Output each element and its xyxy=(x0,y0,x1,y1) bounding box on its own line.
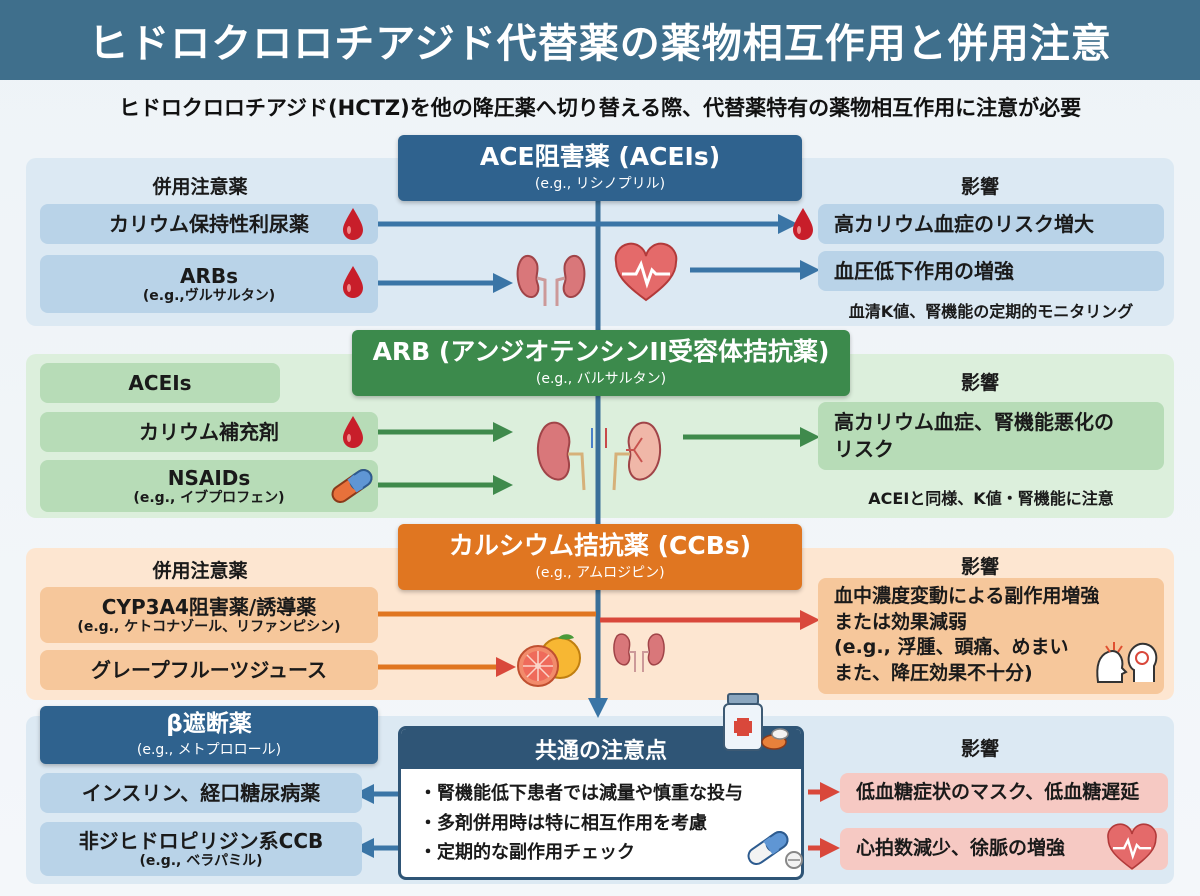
blood-drop-icon xyxy=(343,266,363,298)
ace-header-title: ACE阻害薬 (ACEIs) xyxy=(479,141,721,171)
arb-drug-potassium-supplement: カリウム補充剤 xyxy=(40,412,378,452)
drug-example: (e.g., ベラパミル) xyxy=(139,852,263,869)
page-subtitle: ヒドロクロロチアジド(HCTZ)を他の降圧薬へ切り替える際、代替薬特有の薬物相互… xyxy=(118,96,1082,120)
beta-right-label: 影響 xyxy=(960,738,999,760)
list-item: ・腎機能低下患者では減量や慎重な投与 xyxy=(419,783,743,804)
blood-drop-icon xyxy=(343,208,363,240)
effect-text: 血中濃度変動による副作用増強 または効果減弱 (e.g., 浮腫、頭痛、めまい … xyxy=(834,584,1099,687)
drug-example: (e.g., イブプロフェン) xyxy=(133,489,285,506)
drug-example: (e.g.,ヴルサルタン) xyxy=(142,287,276,304)
arb-header-sub: (e.g., バルサルタン) xyxy=(535,371,667,388)
ace-effect-bp-lowering: 血圧低下作用の増強 xyxy=(818,251,1164,291)
arb-right-label: 影響 xyxy=(960,372,999,394)
effect-line: または効果減弱 xyxy=(834,610,968,633)
effect-text: 血圧低下作用の増強 xyxy=(834,258,1014,283)
beta-effect-hypoglycemia: 低血糖症状のマスク、低血糖遅延 xyxy=(840,773,1168,813)
blood-drop-icon xyxy=(343,416,363,448)
beta-header-sub: (e.g., メトプロロール) xyxy=(136,742,282,759)
ccb-header-sub: (e.g., アムロジピン) xyxy=(535,565,665,582)
effect-line: 血中濃度変動による副作用増強 xyxy=(834,585,1100,607)
ccb-drug-cyp3a4: CYP3A4阻害薬/誘導薬 (e.g., ケトコナゾール、リファンピシン) xyxy=(40,587,378,643)
ccb-header: カルシウム拮抗薬 (CCBs) (e.g., アムロジピン) xyxy=(398,524,802,590)
effect-line: 高カリウム血症、腎機能悪化の xyxy=(834,410,1114,434)
kidneys-icon xyxy=(536,421,662,491)
drug-name: 非ジヒドロピリジン系CCB xyxy=(78,828,324,853)
arb-header-title: ARB (アンジオテンシンII受容体拮抗薬) xyxy=(372,336,830,366)
headache-icon xyxy=(1096,642,1158,683)
ccb-left-label: 併用注意薬 xyxy=(152,560,248,582)
medicine-bottle-icon xyxy=(723,693,789,751)
common-cautions-list: ・腎機能低下患者では減量や慎重な投与 ・多剤併用時は特に相互作用を考慮 ・定期的… xyxy=(401,769,801,868)
arb-drug-nsaids: NSAIDs (e.g., イブプロフェン) xyxy=(40,460,378,512)
effect-text: 高カリウム血症、腎機能悪化のリスク xyxy=(834,409,1114,463)
arb-header: ARB (アンジオテンシンII受容体拮抗薬) (e.g., バルサルタン) xyxy=(352,330,850,396)
heart-rate-icon xyxy=(1107,823,1157,870)
effect-text: 高カリウム血症のリスク増大 xyxy=(834,211,1094,236)
effect-line: リスク xyxy=(834,437,894,461)
beta-drug-non-dhp-ccb: 非ジヒドロピリジン系CCB (e.g., ベラパミル) xyxy=(40,822,362,876)
drug-name: カリウム補充剤 xyxy=(139,420,279,444)
ace-left-label: 併用注意薬 xyxy=(152,176,248,198)
drug-name: NSAIDs xyxy=(167,465,251,490)
arb-drug-aceis: ACEIs xyxy=(40,363,280,403)
beta-header-title: β遮断薬 xyxy=(166,710,252,737)
common-header-text: 共通の注意点 xyxy=(534,739,667,764)
drug-name: ACEIs xyxy=(128,371,192,395)
ace-right-label: 影響 xyxy=(960,176,999,198)
beta-header: β遮断薬 (e.g., メトプロロール) xyxy=(40,706,378,764)
heart-rate-icon xyxy=(614,242,678,302)
arb-monitoring-note: ACEIと同様、K値・腎機能に注意 xyxy=(868,489,1114,508)
drug-name: インスリン、経口糖尿病薬 xyxy=(81,781,321,805)
ace-drug-potassium-sparing: カリウム保持性利尿薬 xyxy=(40,204,378,244)
drug-example: (e.g., ケトコナゾール、リファンピシン) xyxy=(77,618,341,635)
ace-header: ACE阻害薬 (ACEIs) (e.g., リシノプリル) xyxy=(398,135,802,201)
kidneys-icon xyxy=(516,254,586,306)
drug-name: CYP3A4阻害薬/誘導薬 xyxy=(101,594,317,619)
pills-icon xyxy=(747,830,803,869)
drug-name: ARBs xyxy=(179,263,239,288)
effect-line: (e.g., 浮腫、頭痛、めまい xyxy=(834,636,1069,659)
ace-effect-hyperkalemia: 高カリウム血症のリスク増大 xyxy=(818,204,1164,244)
ace-header-sub: (e.g., リシノプリル) xyxy=(534,176,666,193)
ccb-drug-grapefruit: グレープフルーツジュース xyxy=(40,650,378,690)
grapefruit-icon xyxy=(517,634,581,687)
drug-name: カリウム保持性利尿薬 xyxy=(109,212,309,236)
drug-name: グレープフルーツジュース xyxy=(91,658,327,682)
list-item: ・多剤併用時は特に相互作用を考慮 xyxy=(419,812,707,834)
effect-text: 心拍数減少、徐脈の増強 xyxy=(856,837,1066,860)
ace-monitoring-note: 血清K値、腎機能の定期的モニタリング xyxy=(848,302,1134,321)
effect-line: また、降圧効果不十分) xyxy=(834,661,1033,684)
ccb-right-label: 影響 xyxy=(960,556,999,578)
ccb-header-title: カルシウム拮抗薬 (CCBs) xyxy=(448,530,752,560)
effect-text: 低血糖症状のマスク、低血糖遅延 xyxy=(856,781,1140,804)
ace-drug-arbs: ARBs (e.g.,ヴルサルタン) xyxy=(40,255,378,313)
list-item: ・定期的な副作用チェック xyxy=(419,842,635,864)
kidneys-icon xyxy=(613,633,665,672)
title-bar: ヒドロクロロチアジド代替薬の薬物相互作用と併用注意 xyxy=(0,0,1200,80)
blood-drop-icon xyxy=(793,208,813,240)
page-title: ヒドロクロロチアジド代替薬の薬物相互作用と併用注意 xyxy=(88,21,1112,67)
arb-effect-hyperkalemia-renal: 高カリウム血症、腎機能悪化のリスク xyxy=(818,402,1164,470)
capsule-icon xyxy=(331,468,373,504)
beta-drug-insulin: インスリン、経口糖尿病薬 xyxy=(40,773,362,813)
